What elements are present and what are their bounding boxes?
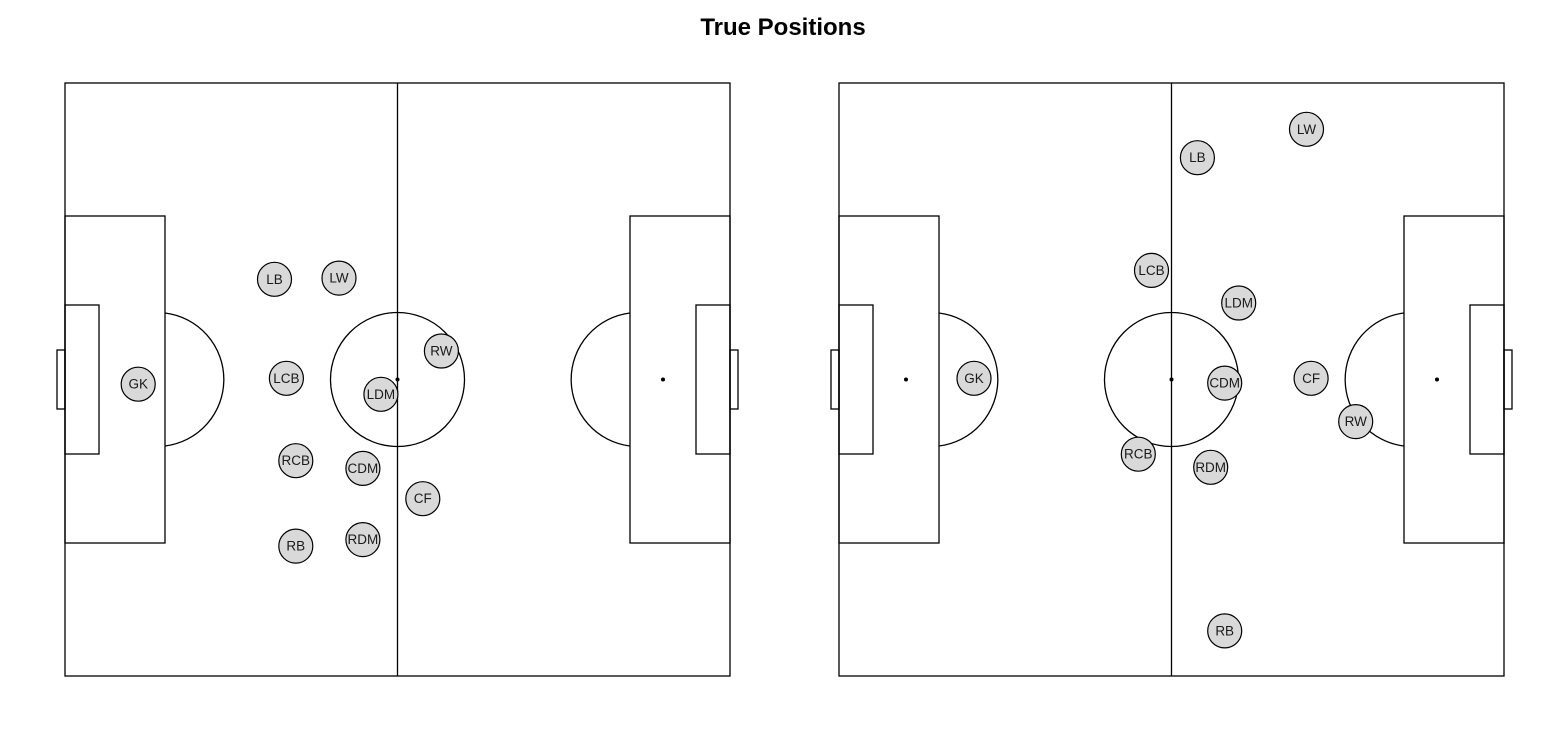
player-label: LDM <box>367 387 396 402</box>
player-point <box>1221 285 1257 321</box>
player-label: RDM <box>348 532 379 547</box>
right-penalty-arc <box>1344 312 1405 447</box>
player-point <box>1338 404 1374 440</box>
player-point <box>1133 252 1170 288</box>
player-marker-lw: LW <box>1288 111 1325 147</box>
players-right: LW LB LCB LDM GK CDM CF RW RCB RDM RB <box>956 111 1374 649</box>
player-label: GK <box>128 377 148 392</box>
player-point <box>1179 140 1215 176</box>
player-marker-cdm: CDM <box>1207 365 1243 401</box>
player-marker-lcb: LCB <box>1133 252 1170 288</box>
right-goal-area <box>695 304 731 455</box>
player-label: RCB <box>282 453 311 468</box>
right-penalty-arc <box>570 312 631 447</box>
player-marker-cf: CF <box>405 481 441 517</box>
pitch-markings <box>56 82 739 677</box>
player-label: GK <box>964 371 984 386</box>
right-goal <box>1503 349 1513 410</box>
player-marker-rcb: RCB <box>278 443 314 479</box>
pitch-left: GK LB LW LCB RW LDM RCB CDM CF RB RDM <box>56 82 739 677</box>
right-penalty-spot <box>661 377 665 382</box>
player-marker-gk: GK <box>956 360 992 396</box>
right-penalty-spot <box>1435 377 1439 382</box>
player-marker-gk: GK <box>120 366 156 402</box>
player-point <box>345 521 381 558</box>
player-point <box>956 360 992 396</box>
player-label: RB <box>286 539 305 554</box>
player-point <box>1193 449 1229 485</box>
player-point <box>1120 436 1156 472</box>
player-label: CDM <box>348 461 379 476</box>
left-goal <box>56 349 66 410</box>
right-goal-area <box>1469 304 1505 455</box>
player-marker-ldm: LDM <box>1221 285 1257 321</box>
right-penalty-area <box>629 215 731 544</box>
players-left: GK LB LW LCB RW LDM RCB CDM CF RB RDM <box>120 260 459 564</box>
player-label: CF <box>1302 371 1320 386</box>
left-goal-area <box>838 304 874 455</box>
player-label: RCB <box>1124 447 1153 462</box>
center-spot <box>395 377 400 382</box>
player-point <box>1207 613 1243 649</box>
player-label: LB <box>266 272 283 287</box>
player-label: LDM <box>1224 296 1253 311</box>
player-marker-rdm: RDM <box>345 521 381 558</box>
player-marker-ldm: LDM <box>363 376 399 412</box>
player-marker-cf: CF <box>1293 360 1329 396</box>
player-point <box>345 450 381 486</box>
left-goal-area <box>64 304 100 455</box>
center-circle <box>329 311 466 448</box>
player-label: CF <box>414 491 432 506</box>
chart-title: True Positions <box>700 14 866 41</box>
player-point <box>1288 111 1325 147</box>
player-label: RDM <box>1195 460 1226 475</box>
player-label: RB <box>1215 623 1234 638</box>
player-marker-lcb: LCB <box>268 360 304 396</box>
center-spot <box>1169 377 1174 382</box>
pitch-right: LW LB LCB LDM GK CDM CF RW RCB RDM RB <box>830 82 1513 677</box>
player-point <box>278 443 314 479</box>
right-penalty-area <box>1403 215 1505 544</box>
player-marker-rdm: RDM <box>1193 449 1229 485</box>
player-label: LB <box>1189 150 1206 165</box>
player-point <box>1293 360 1329 396</box>
player-marker-rb: RB <box>278 528 314 564</box>
pitch-markings <box>830 82 1513 677</box>
left-penalty-arc <box>938 312 999 447</box>
player-label: RW <box>1345 414 1368 429</box>
player-marker-rw: RW <box>1338 404 1374 440</box>
right-goal <box>729 349 739 410</box>
left-penalty-arc <box>164 312 225 447</box>
player-marker-lw: LW <box>321 260 357 296</box>
player-point <box>363 376 399 412</box>
player-point <box>256 261 293 297</box>
player-marker-cdm: CDM <box>345 450 381 486</box>
player-point <box>1207 365 1243 401</box>
player-marker-lb: LB <box>1179 140 1215 176</box>
player-label: RW <box>430 344 453 359</box>
player-label: LW <box>1297 122 1317 137</box>
player-point <box>120 366 156 402</box>
player-point <box>268 360 304 396</box>
player-marker-rw: RW <box>423 333 459 369</box>
player-label: LCB <box>273 371 299 386</box>
player-point <box>278 528 314 564</box>
left-penalty-area <box>838 215 940 544</box>
player-marker-lb: LB <box>256 261 293 297</box>
player-marker-rb: RB <box>1207 613 1243 649</box>
player-label: CDM <box>1209 376 1240 391</box>
player-marker-rcb: RCB <box>1120 436 1156 472</box>
left-penalty-spot <box>904 377 908 382</box>
left-goal <box>830 349 840 410</box>
player-label: LCB <box>1138 263 1164 278</box>
player-point <box>321 260 357 296</box>
player-label: LW <box>329 271 349 286</box>
player-point <box>423 333 459 369</box>
player-point <box>405 481 441 517</box>
